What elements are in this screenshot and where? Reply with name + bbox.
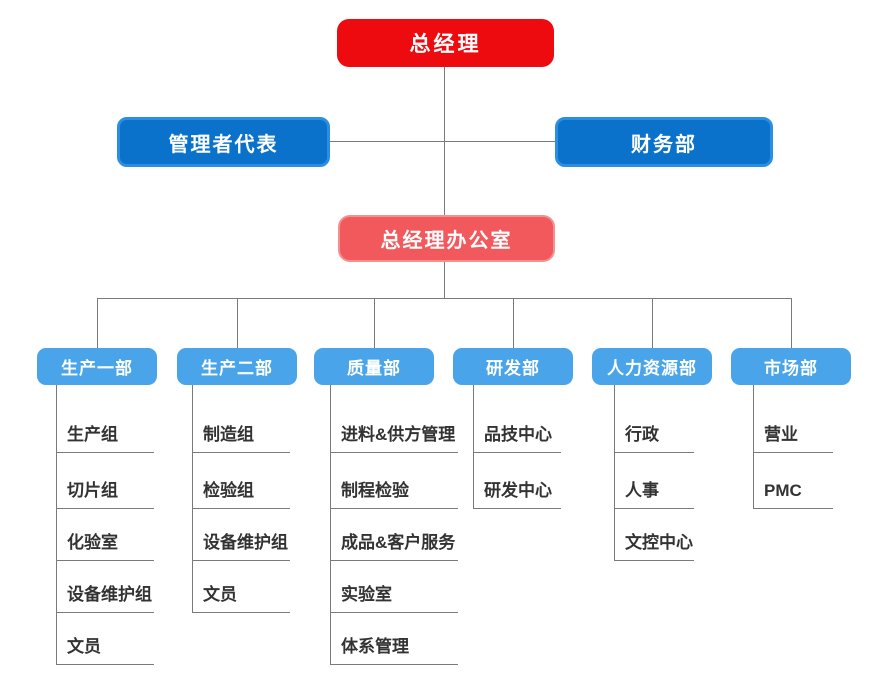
list-item-manufacturing-group: 制造组 — [193, 385, 290, 453]
list-item-administration: 行政 — [615, 385, 694, 453]
list-rnd: 品技中心 研发中心 — [473, 385, 561, 509]
list-item-pmc: PMC — [754, 453, 833, 509]
list-item-slicing-group: 切片组 — [57, 453, 154, 509]
list-hr: 行政 人事 文控中心 — [614, 385, 694, 561]
list-item-laboratory: 实验室 — [331, 561, 458, 613]
list-production-1: 生产组 切片组 化验室 设备维护组 文员 — [56, 385, 154, 665]
list-production-2: 制造组 检验组 设备维护组 文员 — [192, 385, 290, 613]
connector-drop-production-1 — [97, 298, 98, 348]
connector-drop-production-2 — [237, 298, 238, 348]
list-item-lab-room: 化验室 — [57, 509, 154, 561]
list-item-process-inspection: 制程检验 — [331, 453, 458, 509]
connector-office-to-bus — [444, 261, 445, 298]
list-item-inspection-group: 检验组 — [193, 453, 290, 509]
list-item-product-tech-center: 品技中心 — [474, 385, 561, 453]
list-item-clerk: 文员 — [193, 561, 290, 613]
connector-executives — [330, 141, 555, 142]
list-item-finished-customer-service: 成品&客户服务 — [331, 509, 458, 561]
node-management-representative: 管理者代表 — [117, 117, 330, 167]
connector-department-bus — [97, 298, 792, 299]
node-dept-marketing: 市场部 — [731, 348, 851, 385]
list-item-rnd-center: 研发中心 — [474, 453, 561, 509]
connector-drop-marketing — [791, 298, 792, 348]
node-gm-office: 总经理办公室 — [338, 215, 555, 262]
connector-drop-rnd — [513, 298, 514, 348]
node-finance-dept: 财务部 — [555, 117, 773, 167]
list-item-personnel: 人事 — [615, 453, 694, 509]
node-dept-production-2: 生产二部 — [177, 348, 297, 385]
node-dept-rnd: 研发部 — [453, 348, 573, 385]
list-item-document-control-center: 文控中心 — [615, 509, 694, 561]
node-dept-hr: 人力资源部 — [592, 348, 712, 385]
list-item-equipment-maintenance: 设备维护组 — [57, 561, 154, 613]
connector-drop-quality — [374, 298, 375, 348]
connector-drop-hr — [652, 298, 653, 348]
list-item-production-group: 生产组 — [57, 385, 154, 453]
list-quality: 进料&供方管理 制程检验 成品&客户服务 实验室 体系管理 — [330, 385, 458, 665]
list-item-sales: 营业 — [754, 385, 833, 453]
node-dept-quality: 质量部 — [314, 348, 434, 385]
list-item-clerk: 文员 — [57, 613, 154, 665]
list-item-equipment-maintenance: 设备维护组 — [193, 509, 290, 561]
list-item-system-management: 体系管理 — [331, 613, 458, 665]
list-item-incoming-supplier-mgmt: 进料&供方管理 — [331, 385, 458, 453]
node-dept-production-1: 生产一部 — [37, 348, 157, 385]
list-marketing: 营业 PMC — [753, 385, 833, 509]
node-general-manager: 总经理 — [337, 19, 554, 67]
